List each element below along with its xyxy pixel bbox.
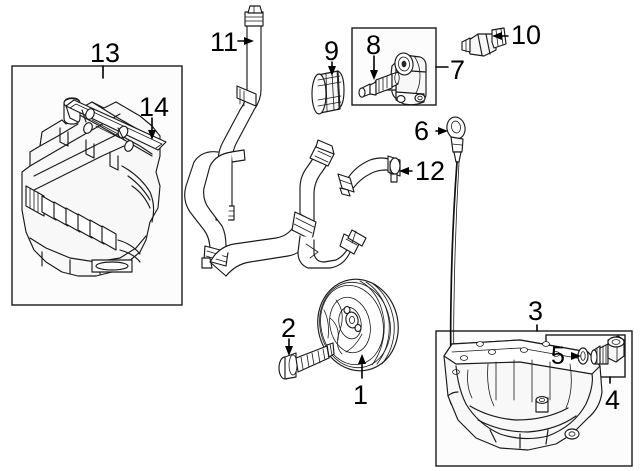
arrowhead-8 bbox=[370, 70, 378, 80]
part-oil-filter bbox=[311, 70, 345, 115]
arrowhead-2 bbox=[285, 346, 293, 356]
callout-label-5: 5 bbox=[551, 342, 565, 370]
arrowhead-1 bbox=[358, 354, 366, 364]
arrowhead-9 bbox=[328, 66, 336, 76]
part-short-coolant-hose bbox=[337, 155, 401, 197]
part-pulley-bolt bbox=[278, 342, 335, 380]
callout-label-1: 1 bbox=[353, 380, 369, 410]
callout-label-14: 14 bbox=[139, 92, 170, 122]
part-oil-drain-plug bbox=[590, 335, 625, 365]
callout-label-12: 12 bbox=[415, 156, 446, 186]
part-crankshaft-pulley bbox=[317, 278, 399, 372]
part-coolant-hose-assembly bbox=[184, 5, 367, 277]
callout-label-7: 7 bbox=[450, 55, 466, 85]
callout-label-4: 4 bbox=[605, 385, 621, 415]
callout-label-3: 3 bbox=[528, 296, 544, 326]
callout-label-13: 13 bbox=[90, 38, 121, 68]
part-oil-cooler-bolt bbox=[358, 71, 400, 98]
callout-label-9: 9 bbox=[324, 36, 340, 66]
callout-label-10: 10 bbox=[511, 20, 542, 50]
callout-label-2: 2 bbox=[281, 313, 297, 343]
arrowhead-6 bbox=[438, 127, 448, 135]
part-oil-cooler bbox=[373, 52, 427, 106]
arrowhead-10 bbox=[492, 32, 502, 40]
arrowhead-12 bbox=[399, 167, 409, 175]
head-port-teeth bbox=[41, 195, 117, 251]
part-valve-cover-gasket bbox=[65, 99, 167, 152]
part-oil-pressure-sensor bbox=[461, 27, 507, 57]
arrowhead-11 bbox=[244, 37, 254, 45]
callout-label-11: 11 bbox=[210, 27, 239, 57]
callout-label-6: 6 bbox=[414, 116, 430, 146]
callout-label-8: 8 bbox=[366, 30, 382, 60]
part-oil-pan bbox=[443, 339, 603, 451]
callout-leaders bbox=[102, 32, 611, 384]
arrowhead-14 bbox=[148, 130, 156, 140]
arrowhead-5 bbox=[571, 352, 581, 360]
